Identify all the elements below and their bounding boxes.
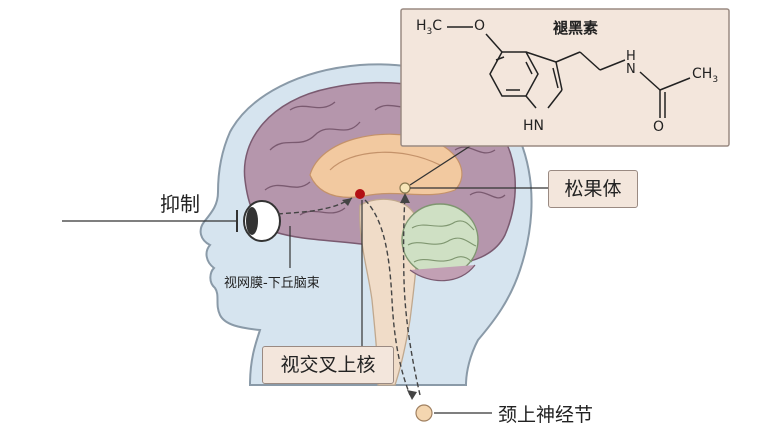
label-scn: 视交叉上核 bbox=[262, 346, 394, 384]
atom-carbonyl-o: O bbox=[653, 119, 665, 135]
atom-oxygen: O bbox=[474, 18, 486, 34]
molecule-bonds bbox=[447, 26, 691, 118]
pineal-gland bbox=[399, 182, 411, 194]
molecule-panel bbox=[400, 8, 730, 147]
corpus-callosum bbox=[309, 133, 463, 198]
atom-methyl: H3C bbox=[416, 18, 443, 37]
label-inhibit: 抑制 bbox=[160, 192, 200, 216]
cerebellum bbox=[401, 203, 479, 277]
atom-methyl-right: CH3 bbox=[692, 66, 719, 85]
atom-indole-nh: HN bbox=[523, 118, 544, 134]
scg-ganglion bbox=[415, 404, 433, 422]
label-pineal: 松果体 bbox=[548, 170, 638, 208]
molecule-name: 褪黑素 bbox=[553, 19, 599, 37]
scn-dot bbox=[355, 189, 365, 199]
label-scg: 颈上神经节 bbox=[498, 404, 594, 426]
label-retino-tract: 视网膜-下丘脑束 bbox=[224, 276, 320, 291]
